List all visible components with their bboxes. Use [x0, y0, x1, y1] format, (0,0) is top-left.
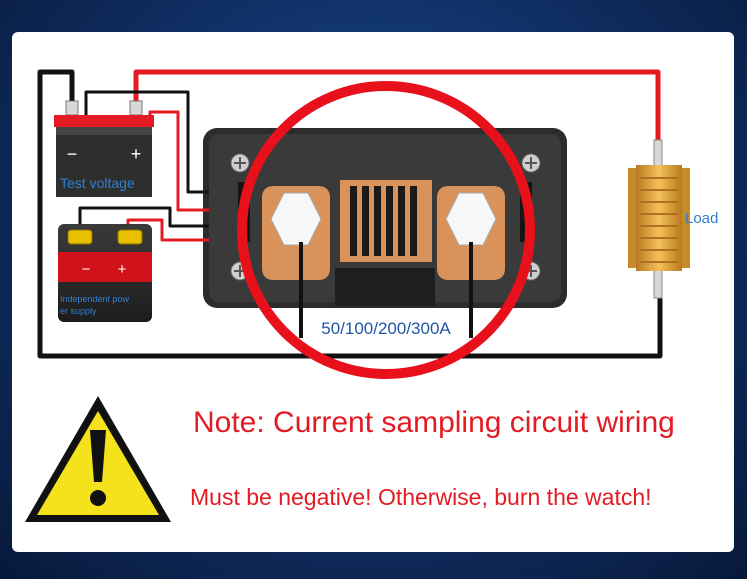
independent-power-battery	[58, 224, 152, 322]
power-battery-plus-sign: +	[118, 261, 127, 278]
screw-top-left-icon	[230, 153, 250, 173]
warning-triangle-icon	[13, 383, 183, 528]
screw-top-right-icon	[521, 153, 541, 173]
test-battery-minus-sign: −	[67, 144, 78, 164]
power-positive-signal-wire	[126, 218, 209, 242]
shunt-left-terminal	[262, 186, 330, 280]
positive-supply-wire	[133, 69, 661, 142]
test-voltage-label: Test voltage	[60, 175, 135, 191]
test-battery-plus-sign: +	[131, 144, 142, 164]
test-positive-signal-wire	[148, 110, 209, 212]
note-title: Note: Current sampling circuit wiring	[193, 406, 675, 439]
power-negative-signal-wire	[78, 206, 209, 228]
wires	[37, 69, 663, 359]
note-warning: Must be negative! Otherwise, burn the wa…	[190, 484, 652, 510]
load-resistor	[628, 139, 690, 299]
shunt-rating-label: 50/100/200/300A	[321, 319, 451, 338]
shunt-resistor-element	[340, 180, 432, 262]
test-negative-signal-wire	[84, 90, 209, 194]
power-battery-minus-sign: −	[82, 261, 91, 278]
test-voltage-battery	[54, 100, 154, 197]
independent-power-label-line2: er supply	[60, 306, 97, 316]
highlight-ring	[237, 81, 535, 379]
shunt-right-terminal	[437, 186, 505, 280]
independent-power-label-line1: Independent pow	[60, 294, 130, 304]
negative-return-wire	[37, 69, 663, 359]
load-label: Load	[685, 210, 718, 227]
